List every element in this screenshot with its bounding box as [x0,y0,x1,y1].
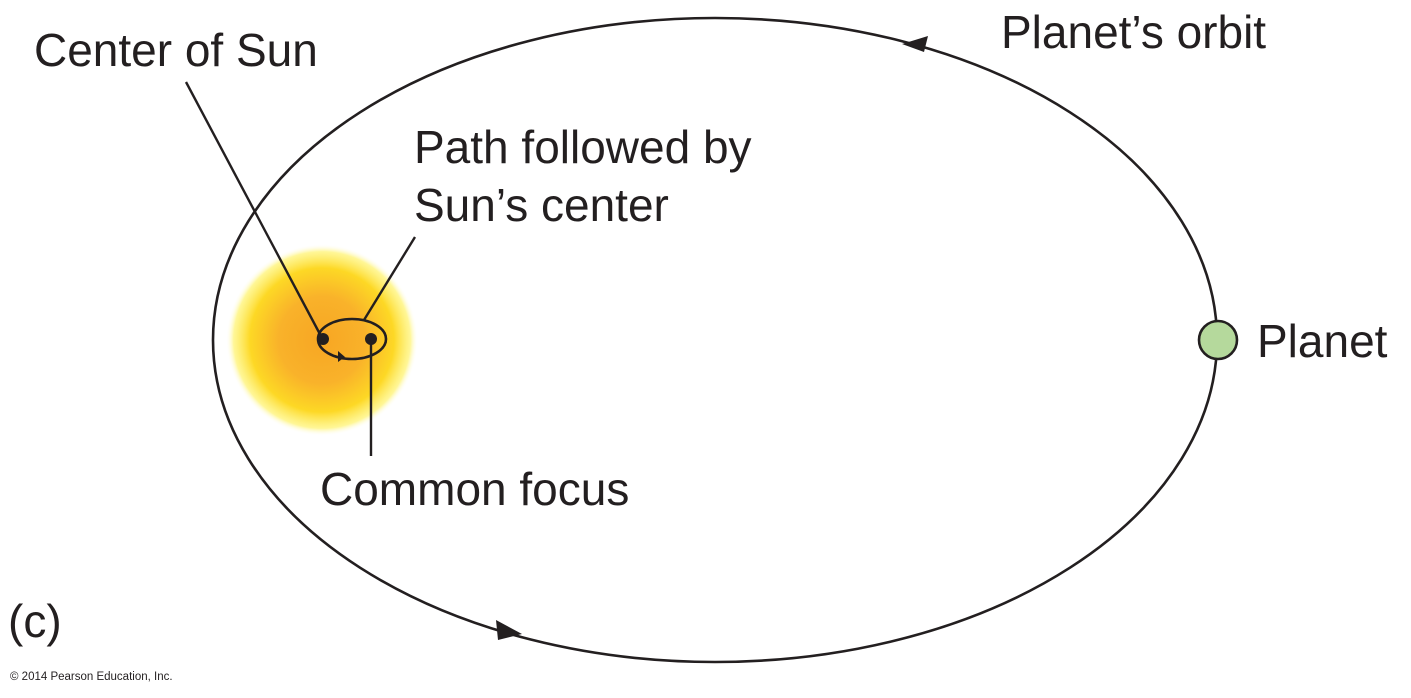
leader-center-of-sun [184,81,324,339]
common-focus-dot [365,333,377,345]
common-focus-label: Common focus [320,463,630,515]
leader-sun-path [362,236,417,321]
panel-tag: (c) [8,595,62,647]
sun-path-label-line2: Sun’s center [414,179,669,231]
orbit-arrow-top [902,36,928,52]
center-of-sun-dot [317,333,329,345]
orbit-arrow-bottom [496,620,522,640]
sun-path-label-line1: Path followed by [414,121,752,173]
planets-orbit-label: Planet’s orbit [1001,6,1267,58]
copyright-notice: © 2014 Pearson Education, Inc. [10,671,173,683]
planet-label: Planet [1257,315,1388,367]
center-of-sun-label: Center of Sun [34,24,318,76]
planet-body [1197,319,1239,361]
sun-path-arrow [338,351,345,362]
